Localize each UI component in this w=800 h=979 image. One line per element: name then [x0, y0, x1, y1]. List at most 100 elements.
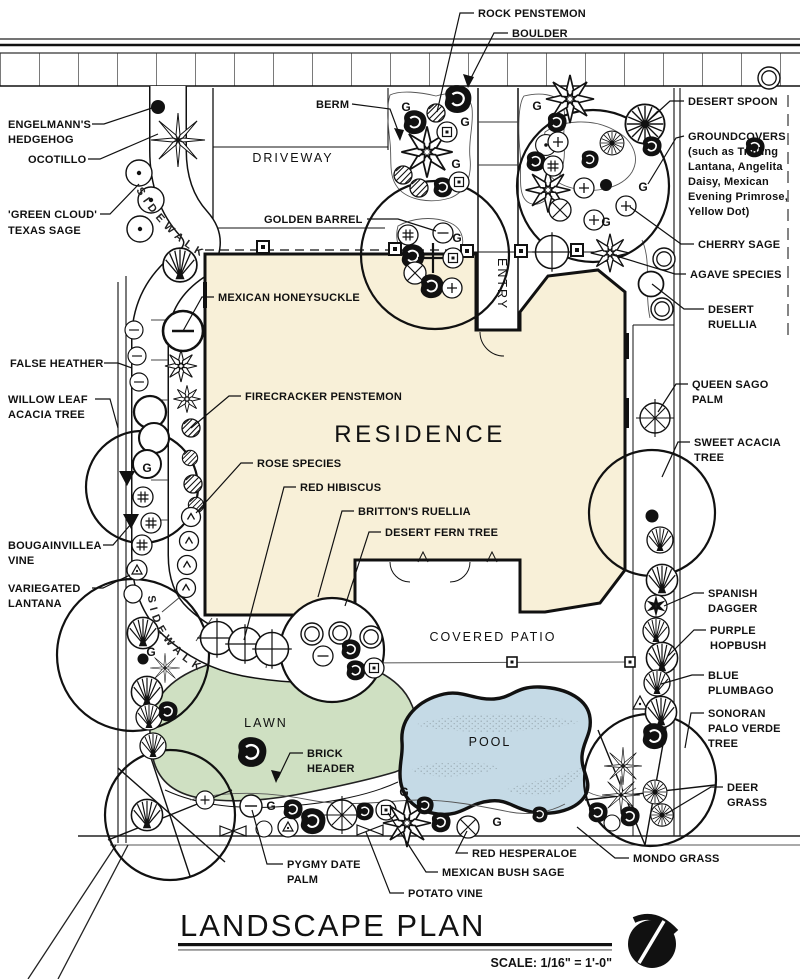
label-deer-grass: DEER	[727, 782, 758, 794]
label-pygmy-date-palm: PYGMY DATE	[287, 859, 361, 871]
svg-text:TREE: TREE	[708, 738, 738, 750]
golden-barrel-symbol	[432, 222, 454, 244]
label-red-hibiscus: RED HIBISCUS	[300, 482, 381, 494]
label-mexican-bush-sage: MEXICAN BUSH SAGE	[442, 867, 565, 879]
label-spanish-dagger: SPANISH	[708, 588, 757, 600]
label-groundcovers: GROUNDCOVERS	[688, 131, 786, 143]
red-hesperaloe-symbol	[456, 815, 480, 839]
label-brittons-ruellia: BRITTON'S RUELLIA	[358, 506, 471, 518]
covered-patio-label: COVERED PATIO	[430, 630, 557, 644]
queen-sago-symbol	[635, 398, 675, 438]
svg-text:PALM: PALM	[287, 874, 318, 886]
pool-area	[398, 685, 592, 817]
svg-text:TEXAS SAGE: TEXAS SAGE	[8, 225, 81, 237]
label-ocotillo: OCOTILLO	[28, 154, 87, 166]
g-marker: G	[399, 785, 408, 799]
svg-text:DAGGER: DAGGER	[708, 603, 757, 615]
label-variegated-lantana: VARIEGATED	[8, 583, 81, 595]
label-desert-fern-tree: DESERT FERN TREE	[385, 527, 498, 539]
g-marker: G	[638, 180, 647, 194]
title-rule-heavy	[178, 943, 612, 947]
g-marker: G	[601, 215, 610, 229]
label-sonoran-palo-verde: SONORAN	[708, 708, 766, 720]
pool-label: POOL	[469, 735, 512, 749]
purple-hopbush-symbol	[645, 641, 679, 675]
residence-label: RESIDENCE	[334, 421, 506, 448]
groundcover-circle	[515, 108, 671, 264]
side-yard-bed	[632, 324, 674, 836]
entry-label: ENTRY	[495, 258, 509, 310]
svg-text:HOPBUSH: HOPBUSH	[710, 640, 766, 652]
label-mexican-honeysuckle: MEXICAN HONEYSUCKLE	[218, 292, 360, 304]
label-berm: BERM	[316, 99, 349, 111]
svg-text:GRASS: GRASS	[727, 797, 767, 809]
svg-text:Yellow Dot): Yellow Dot)	[688, 206, 750, 218]
desert-spoon-symbol	[624, 103, 666, 145]
label-engelmanns-hedgehog: ENGELMANN'S	[8, 119, 91, 131]
svg-text:PALO VERDE: PALO VERDE	[708, 723, 781, 735]
g-marker: G	[401, 100, 410, 114]
g-marker: G	[142, 461, 151, 475]
label-potato-vine: POTATO VINE	[408, 888, 483, 900]
callout-leaders	[88, 12, 723, 894]
driveway-label: DRIVEWAY	[252, 151, 333, 165]
label-firecracker-penstemon: FIRECRACKER PENSTEMON	[245, 391, 402, 403]
label-purple-hopbush: PURPLE	[710, 625, 756, 637]
label-boulder: BOULDER	[512, 28, 568, 40]
svg-text:TREE: TREE	[694, 452, 724, 464]
label-agave-species: AGAVE SPECIES	[690, 269, 782, 281]
g-marker: G	[451, 157, 460, 171]
svg-text:Evening Primrose,: Evening Primrose,	[688, 191, 788, 203]
svg-text:(such as Trailing: (such as Trailing	[688, 146, 778, 158]
scale-note: SCALE: 1/16" = 1'-0"	[491, 956, 613, 970]
groundcover-markers: G G G G G G G G G G G G	[142, 99, 647, 829]
lawn-label: LAWN	[244, 716, 288, 730]
label-sweet-acacia-tree: SWEET ACACIA	[694, 437, 781, 449]
g-marker: G	[146, 645, 155, 659]
label-bougainvillea-vine: BOUGAINVILLEA	[8, 540, 102, 552]
title-rule-light	[178, 949, 612, 951]
svg-text:PALM: PALM	[692, 394, 723, 406]
sheet-title: LANDSCAPE PLAN	[180, 908, 485, 943]
callout-labels: ENGELMANN'S HEDGEHOG OCOTILLO 'GREEN CLO…	[8, 8, 788, 900]
label-red-hesperaloe: RED HESPERALOE	[472, 848, 577, 860]
svg-text:HEADER: HEADER	[307, 763, 355, 775]
g-marker: G	[266, 799, 275, 813]
svg-text:HEDGEHOG: HEDGEHOG	[8, 134, 74, 146]
label-false-heather: FALSE HEATHER	[10, 358, 103, 370]
ocotillo-symbol	[150, 112, 206, 168]
svg-text:RUELLIA: RUELLIA	[708, 319, 757, 331]
svg-text:PLUMBAGO: PLUMBAGO	[708, 685, 774, 697]
engelmanns-hedgehog-symbol	[151, 100, 165, 114]
mondo-grass-symbol	[603, 814, 621, 832]
g-marker: G	[532, 99, 541, 113]
false-heather-symbol	[127, 346, 147, 366]
g-marker: G	[492, 815, 501, 829]
agave-symbol	[545, 74, 595, 124]
svg-text:Daisy, Mexican: Daisy, Mexican	[688, 176, 769, 188]
label-mondo-grass: MONDO GRASS	[633, 853, 720, 865]
driveway-paving	[212, 88, 389, 252]
label-queen-sago-palm: QUEEN SAGO	[692, 379, 769, 391]
label-brick-header: BRICK	[307, 748, 343, 760]
g-marker: G	[460, 115, 469, 129]
plant-symbols	[119, 66, 781, 848]
north-arrow-logo	[628, 914, 679, 968]
svg-text:LANTANA: LANTANA	[8, 598, 62, 610]
label-cherry-sage: CHERRY SAGE	[698, 239, 780, 251]
variegated-lantana-symbol	[126, 559, 148, 581]
curbs-and-property-lines	[117, 88, 789, 843]
label-willow-leaf-acacia: WILLOW LEAF	[8, 394, 88, 406]
desert-ruellia-symbol	[637, 270, 665, 298]
label-desert-ruellia: DESERT	[708, 304, 754, 316]
desert-fern-circle	[278, 596, 386, 704]
label-blue-plumbago: BLUE	[708, 670, 739, 682]
label-rock-penstemon: ROCK PENSTEMON	[478, 8, 586, 20]
entry-walk	[477, 88, 519, 332]
street-top	[0, 38, 800, 87]
pygmy-date-palm-symbol	[239, 794, 263, 818]
label-rose-species: ROSE SPECIES	[257, 458, 341, 470]
cherry-sage-symbol	[615, 195, 637, 217]
